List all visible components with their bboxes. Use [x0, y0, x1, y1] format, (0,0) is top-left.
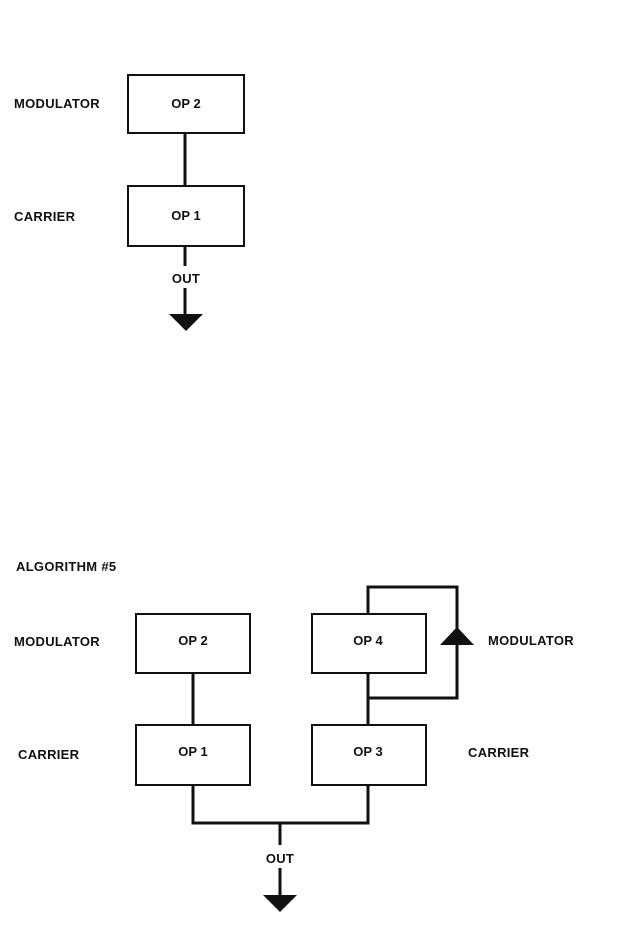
wire-carriers-to-out — [191, 785, 370, 825]
right-carrier-label: CARRIER — [468, 745, 530, 760]
operator-op4-label: OP 4 — [353, 633, 383, 648]
left-carrier-label: CARRIER — [18, 747, 80, 762]
feedback-arrow-icon — [440, 627, 474, 645]
feedback-loop — [366, 585, 459, 700]
operator-op2-box: OP 2 — [127, 74, 245, 134]
out-label: OUT — [266, 851, 294, 866]
operator-op2-box: OP 2 — [135, 613, 251, 674]
out-label: OUT — [172, 271, 200, 286]
operator-op4-box: OP 4 — [311, 613, 427, 674]
operator-op1-box: OP 1 — [127, 185, 245, 247]
operator-op1-label: OP 1 — [178, 744, 207, 759]
carrier-label: CARRIER — [14, 209, 76, 224]
operator-op3-box: OP 3 — [311, 724, 427, 786]
operator-op2-label: OP 2 — [171, 96, 200, 111]
operator-op1-label: OP 1 — [171, 208, 200, 223]
diagram-algorithm-5: ALGORITHM #5 OP 2 OP 1 OP 4 OP 3 — [14, 559, 574, 912]
left-modulator-label: MODULATOR — [14, 634, 100, 649]
output-arrow-icon — [169, 314, 203, 331]
algorithm-title: ALGORITHM #5 — [16, 559, 116, 574]
diagram-two-operator: OP 2 OP 1 MODULATOR CARRIER OUT — [14, 74, 245, 331]
modulator-label: MODULATOR — [14, 96, 100, 111]
output-arrow-icon — [263, 895, 297, 912]
operator-op3-label: OP 3 — [353, 744, 382, 759]
operator-op2-label: OP 2 — [178, 633, 207, 648]
right-modulator-label: MODULATOR — [488, 633, 574, 648]
operator-op1-box: OP 1 — [135, 724, 251, 786]
